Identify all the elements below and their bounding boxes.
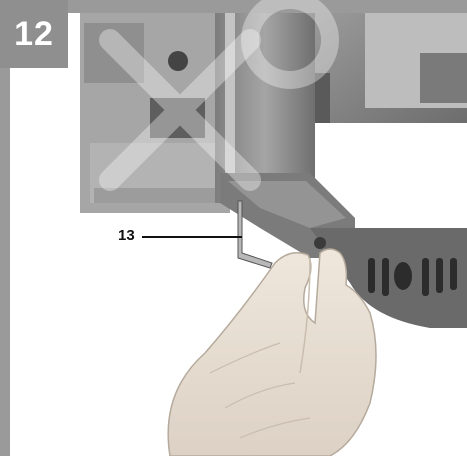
callout-leader-line [142, 236, 242, 238]
callout-label: 13 [118, 227, 135, 244]
figure-number-badge: 12 [0, 0, 68, 68]
frame-top-border [0, 0, 467, 13]
tool-photo [10, 13, 467, 456]
frame-left-border [0, 0, 10, 456]
